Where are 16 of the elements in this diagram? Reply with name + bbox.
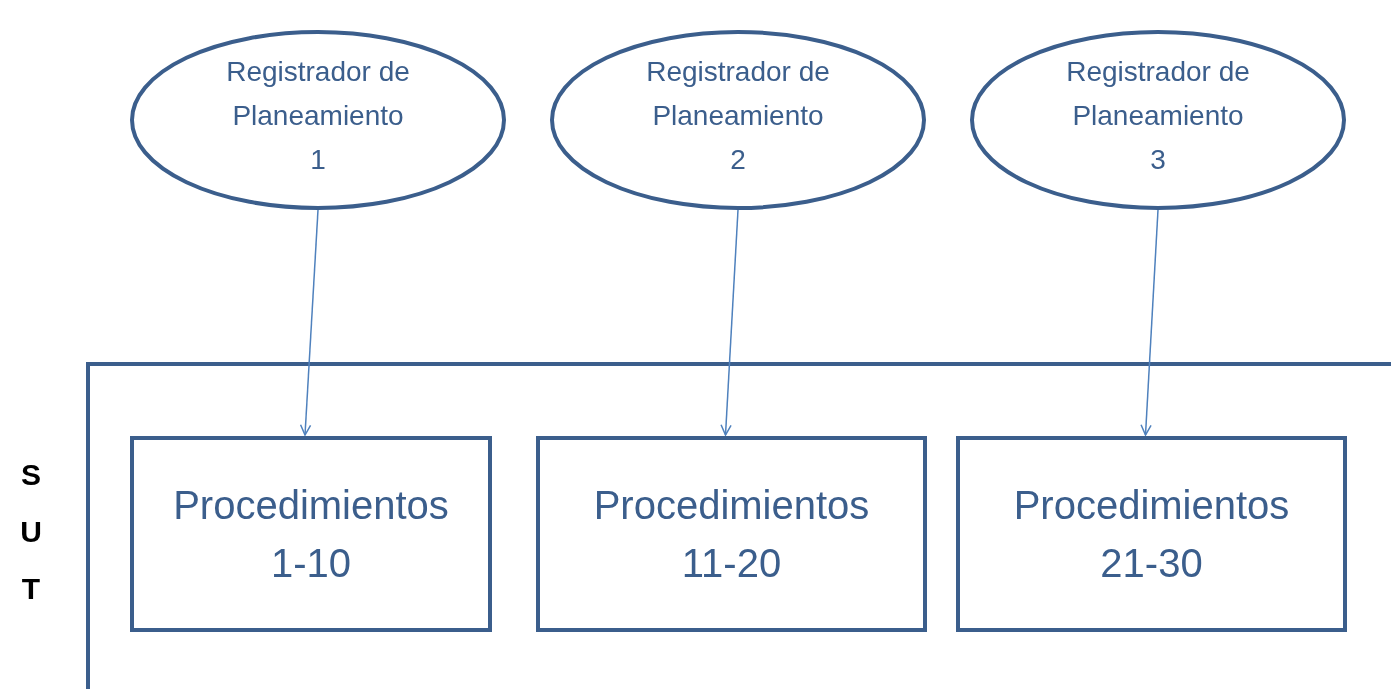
arrow [299, 209, 319, 436]
ellipse [130, 30, 506, 210]
process-box [536, 436, 927, 632]
box-label: Procedimientos 21-30 [1012, 482, 1291, 587]
ellipse-label: Registrador de Planeamiento 2 [645, 55, 831, 177]
process-box [956, 436, 1347, 632]
ellipse-label: Registrador de Planeamiento 1 [225, 55, 411, 177]
ellipse [550, 30, 926, 210]
arrow [1140, 209, 1159, 436]
process-box [130, 436, 492, 632]
ellipse [970, 30, 1346, 210]
box-label: Procedimientos 11-20 [592, 482, 871, 587]
ellipse-label: Registrador de Planeamiento 3 [1065, 55, 1251, 177]
box-label: Procedimientos 1-10 [172, 482, 450, 587]
frame-heading: SUT [19, 457, 43, 607]
arrow [720, 209, 739, 436]
